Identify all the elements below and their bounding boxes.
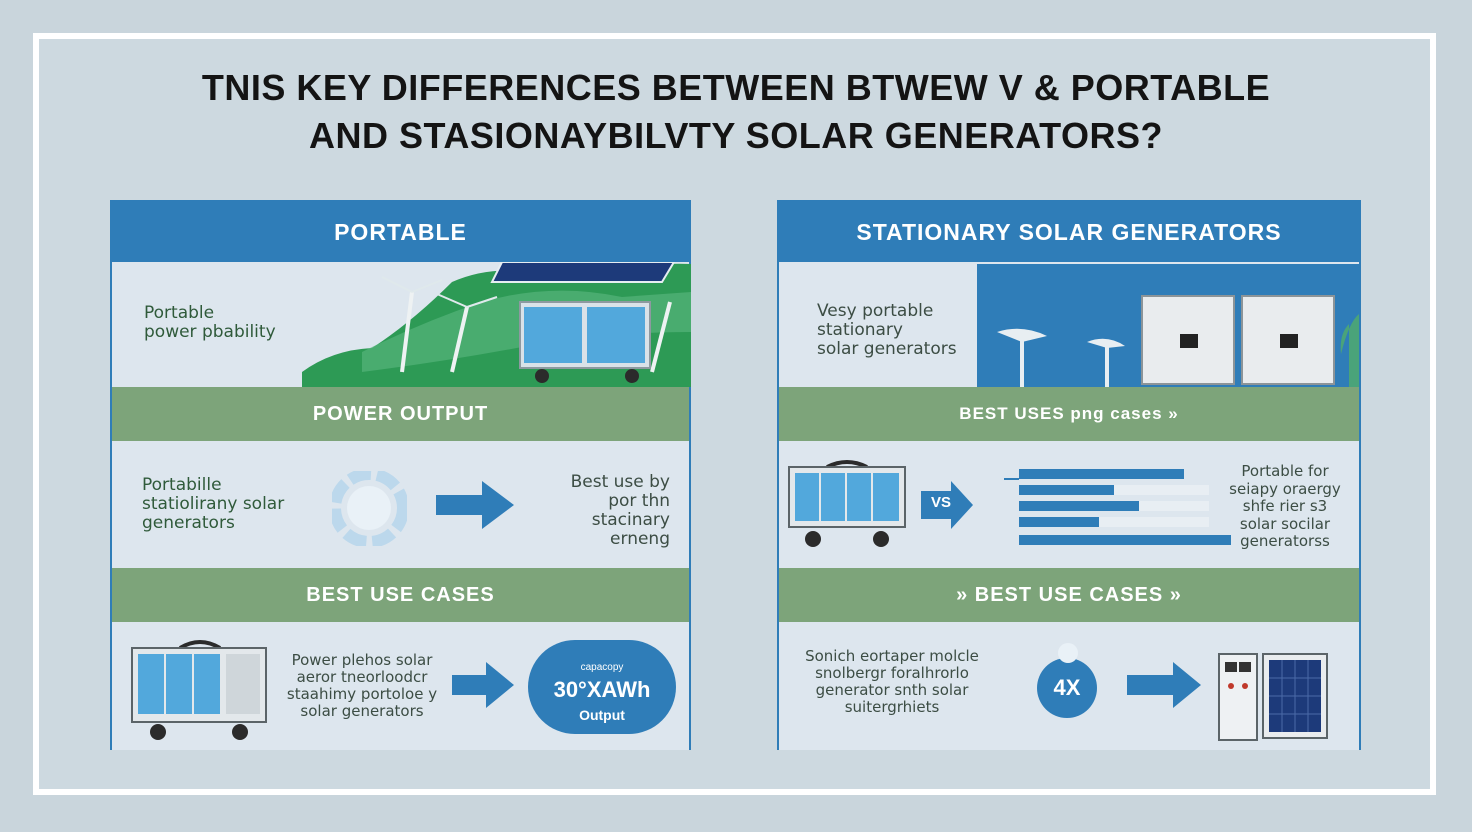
best-uses-band: BEST USES png cases » — [779, 387, 1359, 441]
power-output-row: Portabille statiolirany solar generators… — [112, 441, 689, 568]
capacity-badge-label: Output — [579, 707, 625, 723]
power-output-text: Portabille statiolirany solar generators — [142, 475, 285, 533]
right-use-cases-row: Sonich eortaper molcle snolbergr foralhr… — [779, 622, 1359, 750]
page-title-line-2: AND STASIONAYBILVTY SOLAR GENERATORS? — [309, 115, 1163, 156]
portable-cart-icon — [788, 460, 906, 547]
stationary-panel: STATIONARY SOLAR GENERATORS Vesy portabl… — [777, 200, 1361, 750]
portable-intro-text: Portable power pbability — [144, 303, 276, 342]
home-solar-system-icon — [1218, 653, 1328, 741]
use-cases-row: Power plehos solar aeror tneorloodcr sta… — [112, 622, 689, 750]
power-output-band: POWER OUTPUT — [112, 387, 689, 441]
use-cases-text: Power plehos solar aeror tneorloodcr sta… — [286, 651, 438, 720]
arrow-right-icon — [452, 662, 514, 708]
stationary-header: STATIONARY SOLAR GENERATORS — [779, 202, 1359, 262]
power-output-right-text: Best use by por thn stacinary erneng — [570, 472, 670, 549]
arrow-right-icon — [436, 481, 514, 529]
solar-panel-icon — [490, 262, 676, 283]
capacity-badge-caption: capacopy — [580, 662, 624, 673]
fan-icon — [332, 471, 407, 546]
best-use-cases-band: BEST USE CASES — [112, 568, 689, 622]
orb-icon — [1058, 643, 1078, 663]
arrow-right-icon — [1127, 662, 1201, 708]
comparison-bars — [1004, 469, 1231, 545]
portable-generator-icon — [131, 640, 267, 740]
capacity-badge-value: 30°XAWh — [553, 677, 651, 702]
portable-landscape-illustration — [302, 262, 691, 387]
vs-label: VS — [931, 494, 952, 511]
stationary-intro-row: Vesy portable stationary solar generator… — [779, 262, 1359, 387]
right-use-cases-text: Sonich eortaper molcle snolbergr foralhr… — [805, 647, 979, 716]
portable-header: PORTABLE — [112, 202, 689, 262]
right-best-use-cases-band: » BEST USE CASES » — [779, 568, 1359, 622]
comparison-row: VS Portable for seiapy oraergy shfe rier… — [779, 441, 1359, 568]
vs-arrow-icon — [921, 481, 973, 529]
multiplier-badge: 4X — [1037, 658, 1097, 718]
stationary-illustration — [977, 264, 1359, 387]
stationary-intro-text: Vesy portable stationary solar generator… — [817, 301, 957, 359]
portable-panel: PORTABLE Portable power pbability POWER … — [110, 200, 691, 750]
comparison-text: Portable for seiapy oraergy shfe rier s3… — [1229, 462, 1341, 550]
capacity-badge: capacopy 30°XAWh Output — [528, 640, 676, 734]
portable-intro-row: Portable power pbability — [112, 262, 691, 387]
page-title-line-1: TNIS KEY DIFFERENCES BETWEEN BTWEW V & P… — [201, 67, 1271, 108]
